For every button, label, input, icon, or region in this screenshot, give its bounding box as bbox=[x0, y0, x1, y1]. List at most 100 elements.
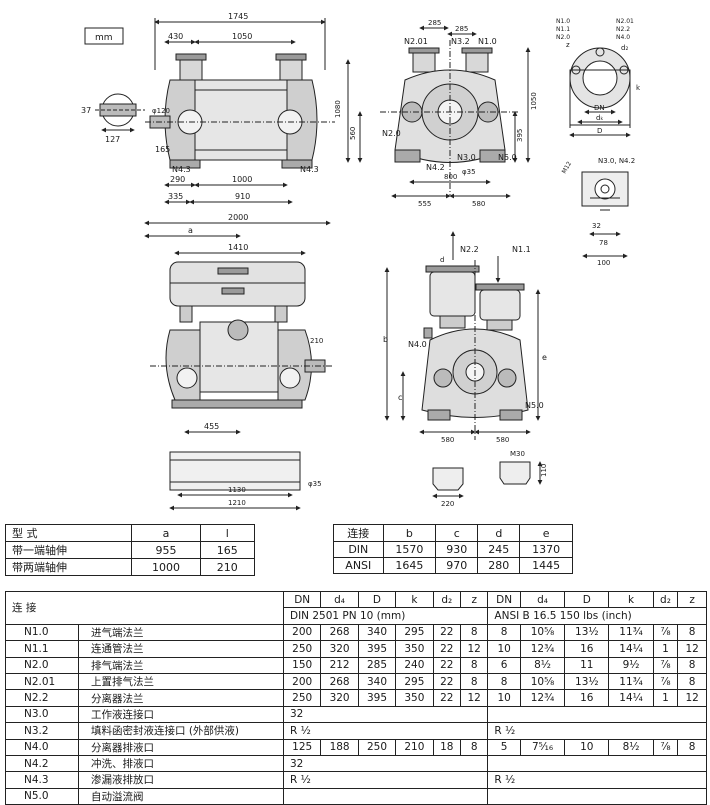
table-cell: ⁷⁄₈ bbox=[652, 656, 679, 674]
table-header: 连接 b c d e bbox=[333, 524, 573, 542]
dim-1745: 1745 bbox=[228, 12, 248, 21]
table-cell: 200 bbox=[282, 672, 322, 691]
ansi-col-header: DN bbox=[487, 590, 521, 609]
table-cell: 8¹⁄₂ bbox=[608, 738, 654, 756]
flange-label-n11: N1.1 bbox=[556, 26, 570, 33]
table-cell: 分离器法兰 bbox=[78, 689, 284, 707]
flange-label-n10: N1.0 bbox=[556, 18, 570, 25]
table-cell: N3.2 bbox=[5, 722, 79, 740]
table-cell: N1.0 bbox=[5, 623, 79, 642]
table-cell: 188 bbox=[320, 738, 359, 756]
dim-1130: 1130 bbox=[228, 486, 246, 494]
table-cell: 16 bbox=[564, 640, 610, 658]
table-cell: 22 bbox=[432, 623, 461, 642]
label-n50: N5.0 bbox=[498, 153, 517, 162]
table-cell bbox=[487, 787, 707, 805]
flange-z: z bbox=[566, 41, 570, 49]
dim-1080: 1080 bbox=[334, 100, 342, 118]
din-col-header: d₂ bbox=[432, 590, 461, 609]
table-cell: 16 bbox=[564, 689, 610, 707]
table-cell: 280 bbox=[477, 557, 521, 574]
table-cell: 1570 bbox=[382, 541, 437, 558]
table-cell: 250 bbox=[357, 738, 397, 756]
table-cell: 冲洗、排液口 bbox=[78, 754, 284, 773]
table-cell: R ¹⁄₂ bbox=[282, 722, 489, 740]
table-cell: 32 bbox=[282, 754, 489, 773]
dim-e: e bbox=[542, 353, 547, 362]
table-cell: 11 bbox=[564, 656, 610, 674]
dim-285-b: 285 bbox=[455, 25, 468, 33]
table-cell: 带两端轴伸 bbox=[4, 558, 133, 576]
table-cell: 250 bbox=[282, 640, 322, 658]
table-cell: 8 bbox=[677, 623, 707, 642]
table-cell: 8 bbox=[459, 738, 489, 756]
table-cell: 12 bbox=[459, 689, 489, 707]
dim-1000: 1000 bbox=[232, 175, 252, 184]
dim-580-rear-b: 580 bbox=[496, 436, 509, 444]
table-cell: 268 bbox=[320, 672, 359, 691]
label-n40: N4.0 bbox=[408, 340, 427, 349]
table-cell bbox=[487, 754, 707, 773]
table-cell: 295 bbox=[395, 672, 434, 691]
table-cell: 8¹⁄₂ bbox=[519, 656, 566, 674]
header-cell: 型 式 bbox=[4, 524, 133, 542]
table-cell: 350 bbox=[395, 689, 434, 707]
table-cell: 1645 bbox=[382, 557, 437, 574]
dim-430: 430 bbox=[168, 32, 183, 41]
dim-555: 555 bbox=[418, 200, 431, 208]
table-cell: 210 bbox=[199, 558, 256, 576]
table-cell: 395 bbox=[357, 640, 397, 658]
table-cell: 18 bbox=[432, 738, 461, 756]
din-col-header: DN bbox=[282, 590, 322, 609]
dim-2000: 2000 bbox=[228, 213, 248, 222]
dim-m12: M12 bbox=[561, 160, 574, 175]
table-cell bbox=[487, 705, 707, 724]
table-header: 型 式 a l bbox=[4, 524, 256, 542]
table-cell: N3.0 bbox=[5, 705, 79, 724]
conn-header: 连 接 bbox=[5, 591, 284, 625]
header-cell: 连接 bbox=[333, 524, 384, 542]
label-n11: N1.1 bbox=[512, 245, 531, 254]
table-cell: 8 bbox=[677, 672, 707, 691]
label-n43-left: N4.3 bbox=[172, 165, 191, 174]
din-col-header: k bbox=[395, 590, 434, 609]
table-cell: 150 bbox=[282, 656, 322, 674]
ansi-col-header: z bbox=[677, 590, 707, 609]
connection-spec-table: 连 接 DN d₄ D k d₂ z DN d₄ D k d₂ z DIN 25… bbox=[5, 590, 707, 805]
table-cell: 8 bbox=[487, 672, 521, 691]
dim-phi35-foot: φ35 bbox=[308, 480, 322, 488]
table-cell: 10 bbox=[487, 689, 521, 707]
table-cell: 22 bbox=[432, 689, 461, 707]
table-cell: 930 bbox=[435, 541, 479, 558]
table-cell: 395 bbox=[357, 689, 397, 707]
shaft-type-table: 型 式 a l 带一端轴伸 955 165 带两端轴伸 1000 210 bbox=[4, 524, 256, 576]
table-cell: 970 bbox=[435, 557, 479, 574]
front-view: 285 285 N2.01 N3.2 N1.0 1080 1050 560 39… bbox=[334, 19, 538, 208]
table-cell: 210 bbox=[395, 738, 434, 756]
label-n201: N2.01 bbox=[404, 37, 428, 46]
table-cell: 工作液连接口 bbox=[78, 705, 284, 724]
table-cell: DIN bbox=[333, 541, 384, 558]
table-cell: 955 bbox=[131, 541, 201, 559]
dim-1410: 1410 bbox=[228, 243, 248, 252]
table-cell: 165 bbox=[199, 541, 256, 559]
table-cell: ANSI bbox=[333, 557, 384, 574]
table-cell: N2.0 bbox=[5, 656, 79, 674]
dim-c: c bbox=[398, 393, 402, 402]
table-cell: N4.0 bbox=[5, 738, 79, 756]
label-n20: N2.0 bbox=[382, 129, 401, 138]
dim-m30: M30 bbox=[510, 450, 525, 458]
table-cell: 13¹⁄₂ bbox=[564, 623, 610, 642]
label-n43-right: N4.3 bbox=[300, 165, 319, 174]
table-row: 带一端轴伸 955 165 bbox=[4, 541, 256, 559]
dim-290: 290 bbox=[170, 175, 185, 184]
table-cell: 11³⁄₄ bbox=[608, 672, 654, 691]
table-cell: 渗漏液排放口 bbox=[78, 771, 284, 789]
table-cell: 22 bbox=[432, 640, 461, 658]
table-cell: 10 bbox=[564, 738, 610, 756]
